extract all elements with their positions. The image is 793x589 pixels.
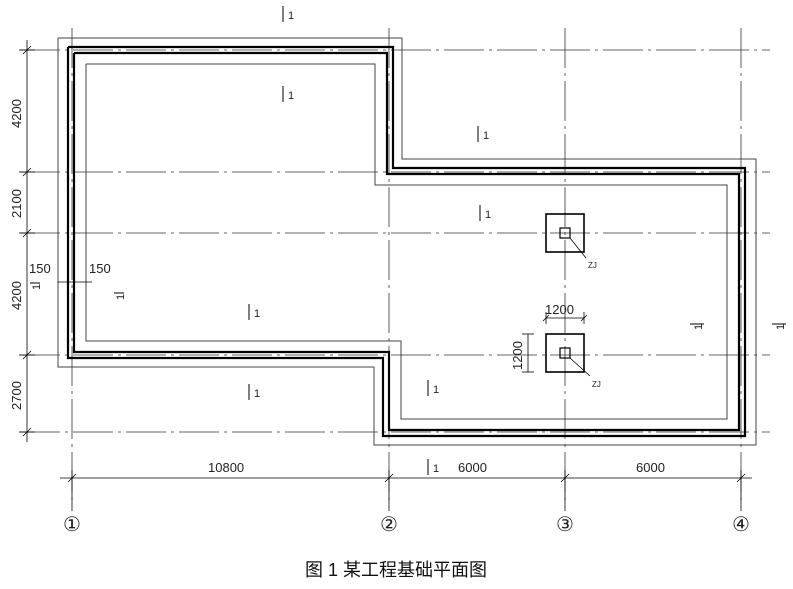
drawing-label: 1 — [433, 384, 439, 396]
drawing-label: 1 — [693, 324, 705, 330]
axis-label-3: ③ — [556, 514, 574, 536]
drawing-label: 1 — [31, 284, 43, 290]
axis-label-2: ② — [380, 514, 398, 536]
foundation-inner-edge — [85, 63, 728, 420]
drawing-label: 1 — [288, 10, 294, 22]
dim-2100: 2100 — [9, 189, 24, 218]
drawing-label: 1 — [433, 463, 439, 475]
drawing-label: 1 — [775, 324, 787, 330]
dim-6000-a: 6000 — [458, 460, 487, 475]
footing-depth-dimension — [522, 333, 534, 373]
dim-4200-top: 4200 — [9, 99, 24, 128]
footing-width-dimension — [542, 312, 588, 324]
dim-2700: 2700 — [9, 381, 24, 410]
wall-thick-lines — [66, 45, 747, 438]
axis-label-1: ① — [63, 514, 81, 536]
vertical-dimension-chain — [19, 40, 35, 442]
section-labels: 1 1 1 1 1 1 1 1 1 1 1 1 — [31, 10, 787, 475]
wall-offset-right: 150 — [89, 261, 111, 276]
drawing-label: 1 — [254, 308, 260, 320]
drawing-label: 1 — [288, 90, 294, 102]
footing-width-label: 1200 — [545, 302, 574, 317]
drawing-label: 1 — [115, 294, 127, 300]
foundation-outer-edge — [57, 37, 757, 446]
wall-offset-left: 150 — [29, 261, 51, 276]
section-marks — [30, 6, 786, 475]
dim-4200-bottom: 4200 — [9, 281, 24, 310]
figure-caption: 图 1 某工程基础平面图 — [305, 560, 487, 580]
drawing-label: 1 — [483, 130, 489, 142]
footing-tag-lower: ZJ — [592, 380, 601, 389]
dim-10800: 10800 — [208, 460, 244, 475]
axis-label-4: ④ — [732, 514, 750, 536]
isolated-footing-upper: ZJ — [545, 213, 597, 270]
footing-depth-label: 1200 — [510, 341, 525, 370]
horizontal-dimension-chain — [60, 470, 752, 486]
drawing-label: 1 — [254, 388, 260, 400]
footing-tag-upper: ZJ — [588, 261, 597, 270]
grid-lines — [20, 28, 770, 500]
wall-offset-dimension — [58, 277, 92, 287]
drawing-label: 1 — [485, 209, 491, 221]
grid-axis-bubbles: ① ② ③ ④ — [63, 486, 750, 536]
dim-6000-b: 6000 — [636, 460, 665, 475]
isolated-footing-lower: ZJ — [545, 333, 601, 389]
